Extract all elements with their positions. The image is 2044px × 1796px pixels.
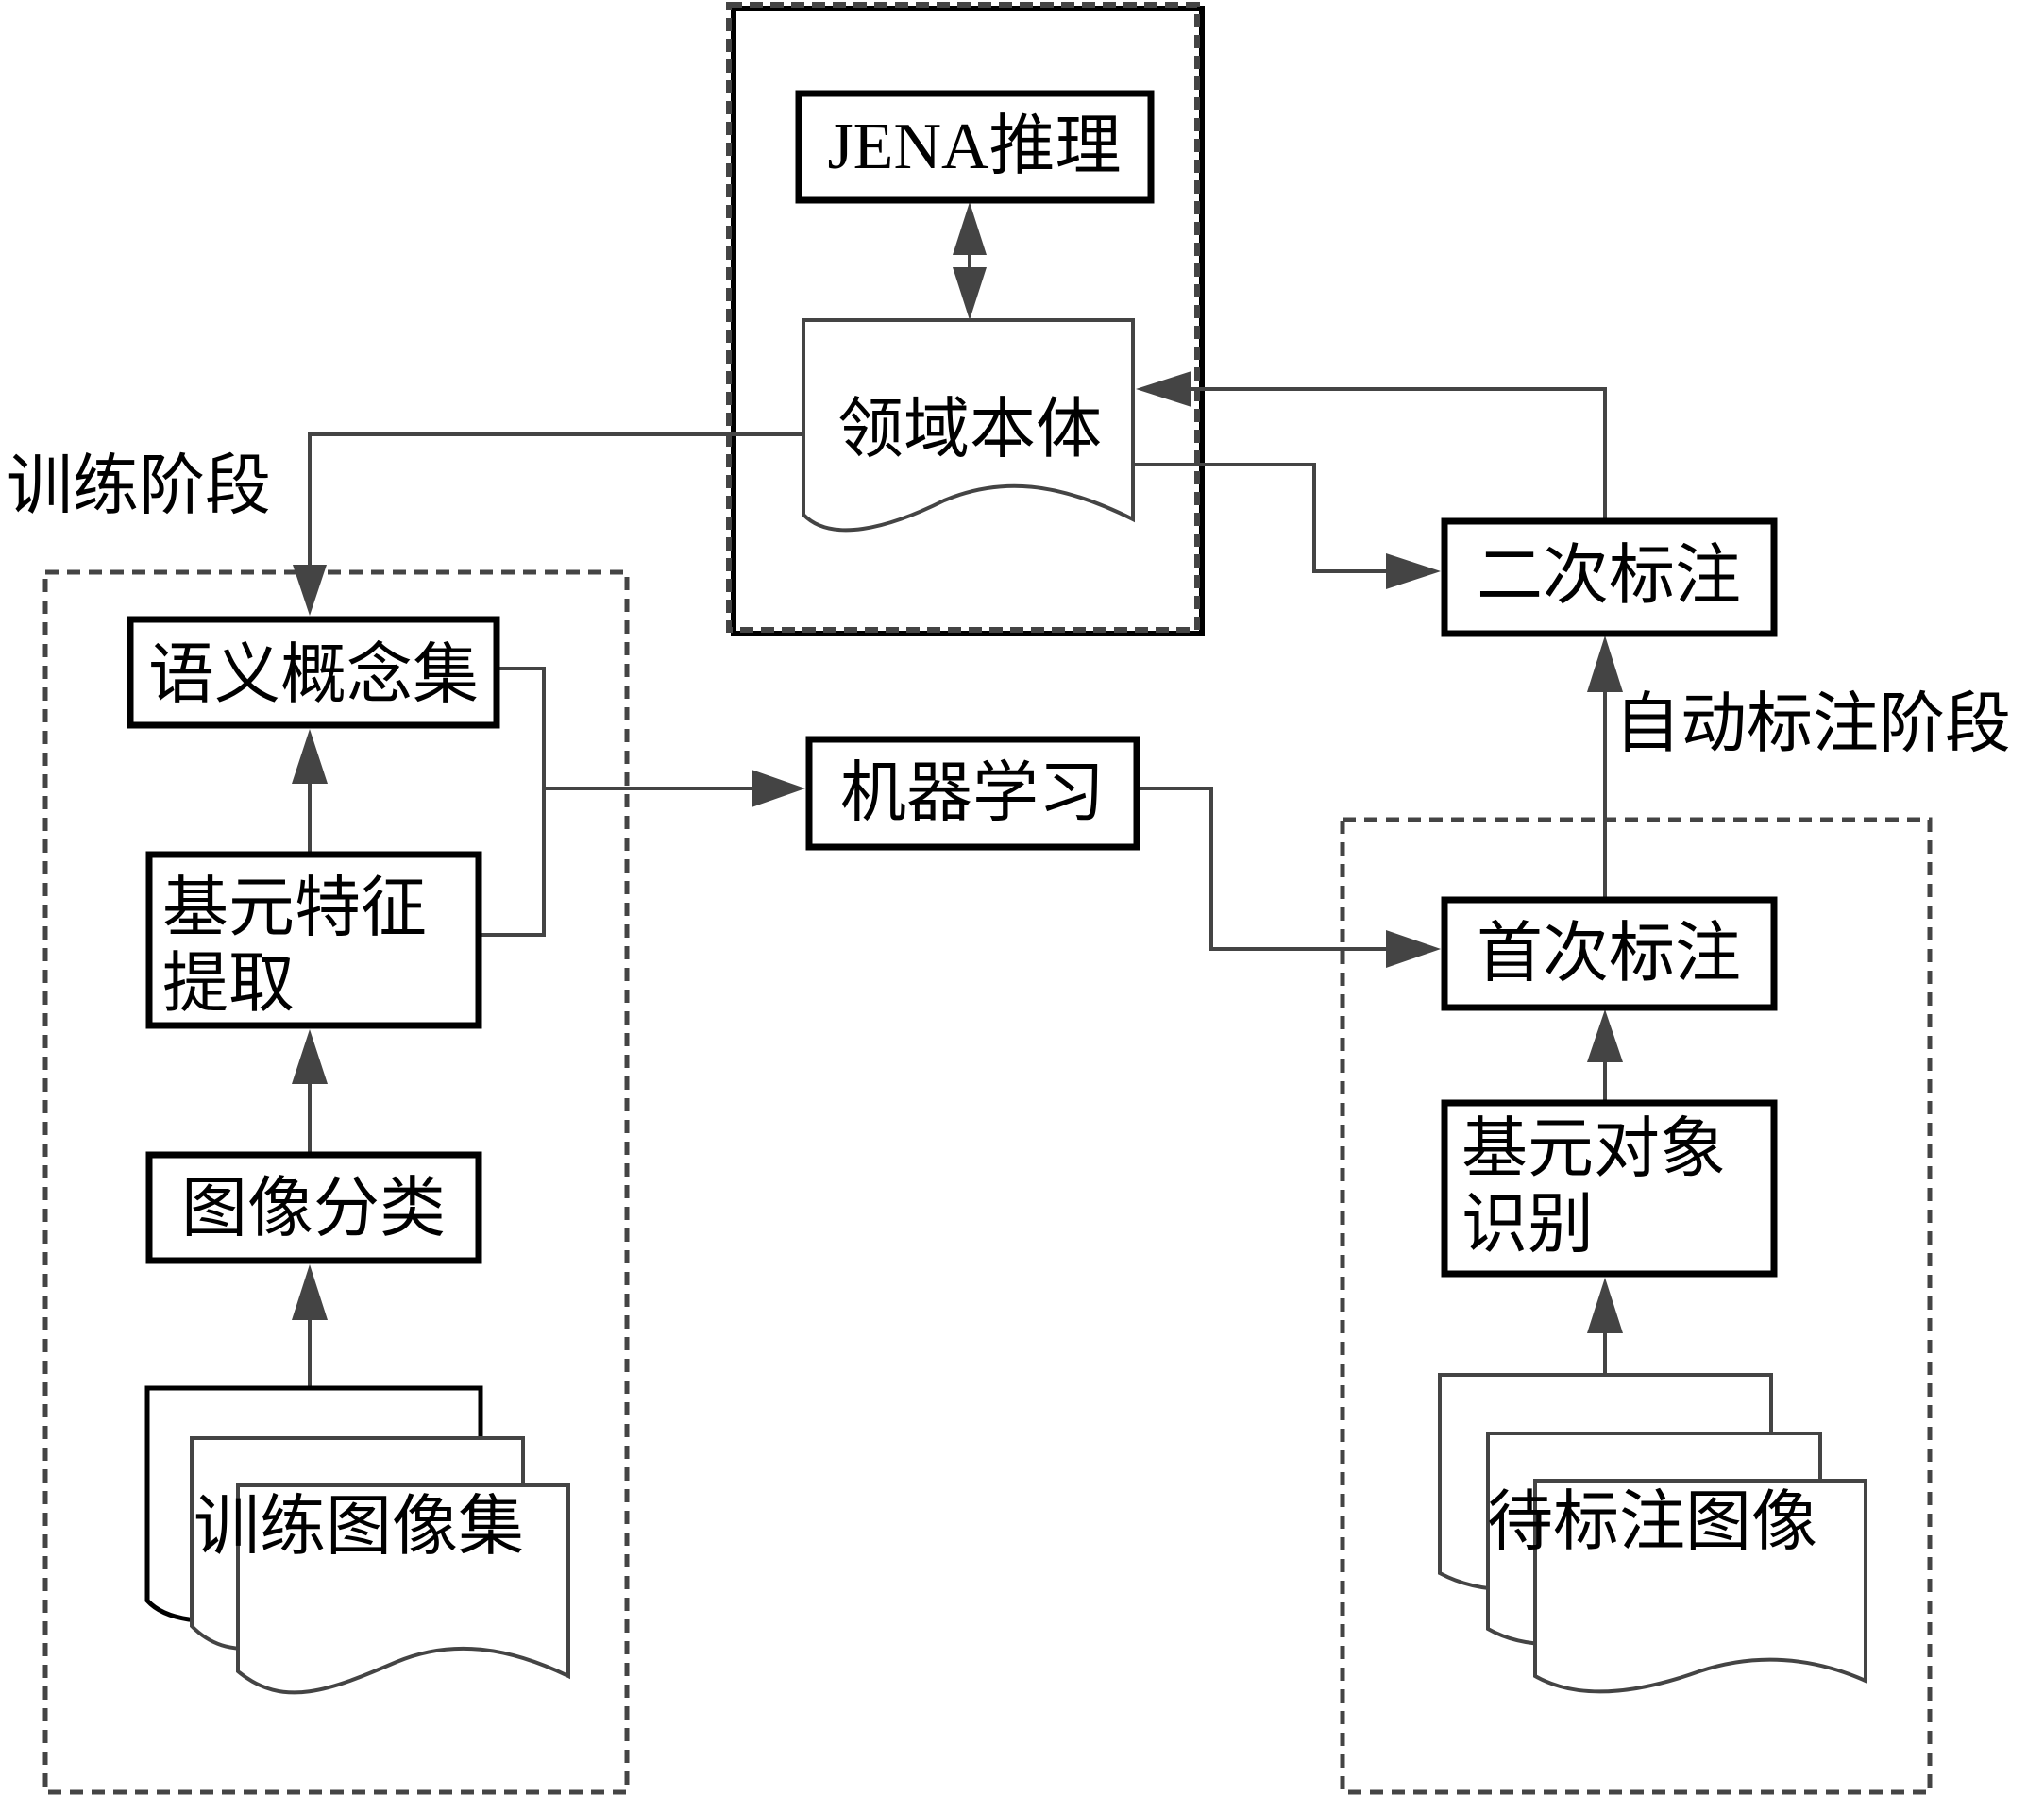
arrow-up-jena — [953, 202, 987, 255]
arrow-to-semantic-concepts — [293, 565, 327, 616]
machine-learning-label: 机器学习 — [840, 757, 1105, 830]
training-stage-container — [42, 569, 630, 1795]
arrow-to-primary-from-recognition — [1587, 1009, 1623, 1062]
arrow-to-feature-extraction — [292, 1029, 328, 1084]
training-stage-label: 训练阶段 — [7, 450, 271, 523]
ontology-container — [726, 2, 1205, 636]
connectors — [292, 202, 1623, 1388]
jena-label: JENA推理 — [827, 110, 1121, 183]
arrow-to-machine-learning — [752, 770, 805, 807]
object-recognition-label-1: 基元对象 — [1461, 1113, 1726, 1186]
arrow-to-secondary-annotation — [1386, 553, 1441, 589]
semantic-concept-set-node: 语义概念集 — [127, 616, 500, 729]
auto-annotation-container — [1340, 817, 1933, 1795]
image-classification-node: 图像分类 — [145, 1151, 482, 1264]
primary-annotation-label: 首次标注 — [1477, 918, 1741, 991]
semantic-concepts-label: 语义概念集 — [148, 639, 479, 712]
feature-extraction-label-1: 基元特征 — [162, 873, 427, 945]
images-to-annotate-node: 待标注图像 — [1438, 1373, 1867, 1694]
object-recognition-label-2: 识别 — [1461, 1189, 1594, 1262]
machine-learning-node: 机器学习 — [805, 736, 1140, 851]
ontology-label: 领域本体 — [837, 394, 1102, 466]
images-to-annotate-label: 待标注图像 — [1487, 1486, 1817, 1559]
arrow-to-image-classification — [292, 1264, 328, 1320]
primary-annotation-node: 首次标注 — [1441, 896, 1778, 1011]
arrow-to-primary-annotation — [1386, 930, 1441, 968]
training-images-label: 训练图像集 — [194, 1491, 524, 1564]
arrow-down-ontology — [953, 267, 987, 320]
arrow-to-secondary-from-primary — [1587, 635, 1623, 692]
arrow-to-object-recognition — [1587, 1278, 1623, 1333]
arrow-to-semantic-concepts-up — [292, 729, 328, 784]
training-image-set-node: 训练图像集 — [144, 1385, 570, 1695]
arrow-to-ontology — [1136, 371, 1191, 407]
image-classification-label: 图像分类 — [181, 1173, 446, 1245]
feature-extraction-label-2: 提取 — [162, 948, 295, 1021]
feature-extraction-node: 基元特征 提取 — [145, 851, 482, 1029]
secondary-annotation-label: 二次标注 — [1477, 540, 1741, 613]
domain-ontology-node: 领域本体 — [802, 318, 1135, 533]
jena-reasoning-node: JENA推理 — [795, 90, 1155, 204]
secondary-annotation-node: 二次标注 — [1441, 517, 1778, 637]
object-recognition-node: 基元对象 识别 — [1441, 1099, 1778, 1278]
auto-annotation-stage-label: 自动标注阶段 — [1614, 688, 2011, 761]
